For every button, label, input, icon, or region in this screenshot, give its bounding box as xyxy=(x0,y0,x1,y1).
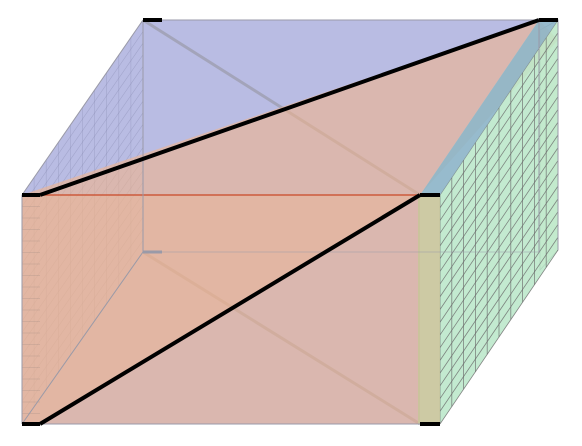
green-face-grid xyxy=(439,19,559,425)
orange-plane xyxy=(22,20,558,424)
olive-strip xyxy=(418,195,440,424)
black-diagonal-bottom xyxy=(38,193,422,426)
teal-strip xyxy=(420,20,558,195)
black-diagonal-top xyxy=(39,18,540,197)
corner-marks xyxy=(22,18,558,426)
box-edges xyxy=(21,19,559,425)
